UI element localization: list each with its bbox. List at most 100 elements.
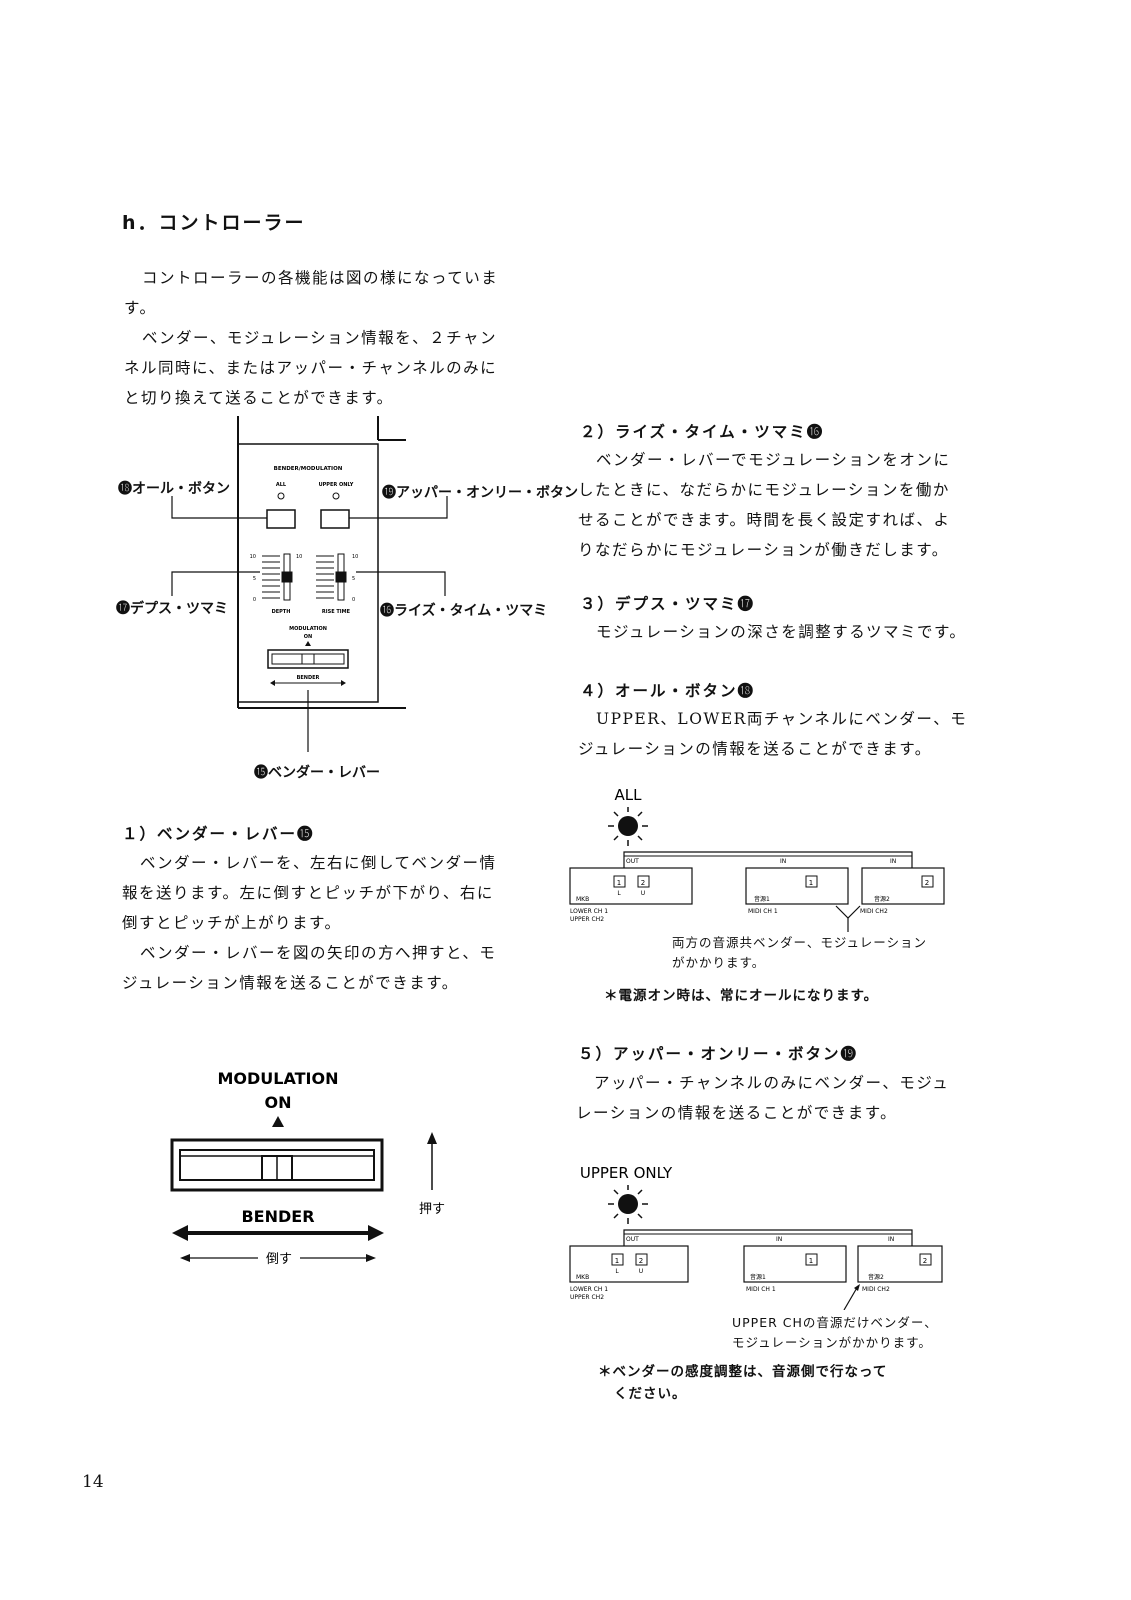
upper-ch-label: UPPER CH2 bbox=[570, 916, 604, 923]
svg-text:2: 2 bbox=[923, 1257, 927, 1265]
upper-only-led-icon bbox=[332, 492, 340, 500]
svg-text:音源1: 音源1 bbox=[754, 895, 770, 903]
rise-text: ベンダー・レバーでモジュレーションをオンに したときに、なだらかにモジュレーショ… bbox=[578, 445, 998, 565]
svg-text:MIDI CH 1: MIDI CH 1 bbox=[748, 908, 778, 915]
up-arrow-icon bbox=[272, 1116, 284, 1127]
svg-text:2: 2 bbox=[641, 879, 645, 887]
in-label: IN bbox=[890, 858, 896, 865]
in-label: IN bbox=[776, 1236, 782, 1243]
scale-10: 10 bbox=[352, 554, 358, 560]
on-label: ON bbox=[304, 634, 312, 640]
lower-ch-label: LOWER CH 1 bbox=[570, 1286, 608, 1293]
depth-slider[interactable] bbox=[262, 553, 293, 601]
svg-text:L: L bbox=[615, 1268, 619, 1275]
scale-5: 5 bbox=[253, 576, 256, 582]
bender-lever-diagram: MODULATION ON BENDER 倒す 押す bbox=[170, 1069, 445, 1267]
right-arrow-icon bbox=[366, 1254, 376, 1262]
source1-box bbox=[743, 1245, 847, 1283]
source1-box bbox=[745, 867, 849, 905]
scale-10: 10 bbox=[296, 554, 302, 560]
routing-upper-caption: UPPER CHの音源だけベンダー、 モジュレーションがかかります。 bbox=[732, 1315, 938, 1350]
callout-rise-time-knob: ⓰ライズ・タイム・ツマミ bbox=[380, 603, 548, 619]
bender-line: 報を送ります。左に倒すとピッチが下がり、右に bbox=[122, 884, 494, 902]
lever-bender-label: BENDER bbox=[241, 1207, 314, 1226]
section-title: h．コントローラー bbox=[122, 212, 306, 234]
lever-outer bbox=[170, 1138, 384, 1192]
intro-line: コントローラーの各機能は図の様になっていま bbox=[142, 269, 499, 287]
svg-text:1: 1 bbox=[809, 1257, 813, 1265]
upper-line: アッパー・チャンネルのみにベンダー、モジュ bbox=[594, 1074, 950, 1092]
depth-label: DEPTH bbox=[272, 609, 291, 615]
lever-on-label: ON bbox=[265, 1093, 292, 1112]
lower-part-box bbox=[613, 875, 626, 888]
modulation-label: MODULATION bbox=[289, 626, 327, 632]
mkb-label: MKB bbox=[576, 1274, 589, 1281]
bender-text: ベンダー・レバーを、左右に倒してベンダー情 報を送ります。左に倒すとピッチが下が… bbox=[122, 848, 522, 998]
in-label: IN bbox=[780, 858, 786, 865]
callout-bender-lever: ⓯ベンダー・レバー bbox=[254, 765, 380, 781]
out-label: OUT bbox=[626, 858, 639, 865]
all-line: ジュレーションの情報を送ることができます。 bbox=[578, 740, 932, 758]
svg-text:音源2: 音源2 bbox=[868, 1273, 884, 1281]
upper-heading: ５）アッパー・オンリー・ボタン⓳ bbox=[578, 1045, 859, 1063]
bender-line: ベンダー・レバーを、左右に倒してベンダー情 bbox=[140, 854, 497, 872]
svg-text:2: 2 bbox=[639, 1257, 643, 1265]
tilt-label: 倒す bbox=[266, 1252, 292, 1267]
rise-time-slider[interactable] bbox=[316, 553, 347, 601]
routing-all-caption: 両方の音源共ベンダー、モジュレーション がかかります。 bbox=[672, 935, 928, 970]
out-label: OUT bbox=[626, 1236, 639, 1243]
lower-ch-label: LOWER CH 1 bbox=[570, 908, 608, 915]
lower-part-box bbox=[611, 1253, 624, 1266]
up-arrow-icon bbox=[305, 641, 311, 646]
upper-part-box bbox=[637, 875, 650, 888]
left-arrow-icon bbox=[180, 1254, 190, 1262]
svg-text:2: 2 bbox=[925, 879, 929, 887]
all-text: UPPER、LOWER両チャンネルにベンダー、モ ジュレーションの情報を送ること… bbox=[578, 704, 998, 764]
upper-only-button[interactable] bbox=[320, 509, 350, 529]
push-label: 押す bbox=[419, 1202, 445, 1217]
scale-5: 5 bbox=[352, 576, 355, 582]
all-button[interactable] bbox=[266, 509, 296, 529]
routing-upper-diagram: UPPER ONLY OUT IN IN 1 2 MKB L U 1 音源1 2… bbox=[569, 1164, 943, 1310]
svg-text:音源1: 音源1 bbox=[750, 1273, 766, 1281]
rise-line: りなだらかにモジュレーションが働きだします。 bbox=[578, 541, 949, 559]
upper-line: レーションの情報を送ることができます。 bbox=[576, 1104, 898, 1122]
bender-line: ジュレーション情報を送ることができます。 bbox=[122, 974, 459, 992]
left-arrow-icon bbox=[270, 680, 275, 686]
bender-heading: １）ベンダー・レバー⓯ bbox=[122, 825, 315, 843]
all-label: ALL bbox=[276, 482, 287, 488]
rise-line: せることができます。時間を長く設定すれば、よ bbox=[578, 511, 951, 529]
routing-upper-label: UPPER ONLY bbox=[580, 1164, 673, 1182]
bender-label: BENDER bbox=[297, 675, 320, 681]
panel-header: BENDER/MODULATION bbox=[274, 466, 343, 472]
intro-line: ベンダー、モジュレーション情報を、２チャン bbox=[142, 329, 497, 347]
panel-frame bbox=[237, 443, 379, 703]
page-number: 14 bbox=[82, 1472, 104, 1492]
svg-text:音源2: 音源2 bbox=[874, 895, 890, 903]
rise-heading: ２）ライズ・タイム・ツマミ⓰ bbox=[580, 423, 825, 441]
intro-line: す。 bbox=[124, 299, 157, 317]
all-line: UPPER、LOWER両チャンネルにベンダー、モ bbox=[596, 710, 968, 728]
routing-all-label: ALL bbox=[615, 786, 643, 804]
intro-text: コントローラーの各機能は図の様になっていま す。 ベンダー、モジュレーション情報… bbox=[124, 263, 524, 413]
upper-part-box bbox=[635, 1253, 648, 1266]
lit-led-icon bbox=[618, 816, 638, 836]
lit-led-icon bbox=[618, 1194, 638, 1214]
scale-0: 0 bbox=[253, 597, 256, 603]
svg-text:U: U bbox=[641, 890, 645, 897]
rise-line: したときに、なだらかにモジュレーションを働か bbox=[578, 481, 950, 499]
routing-all-diagram: ALL OUT IN IN 1 2 MKB L U 1 音源1 2 音源2 LO… bbox=[569, 786, 945, 932]
svg-text:MIDI CH2: MIDI CH2 bbox=[862, 1286, 890, 1293]
all-heading: ４）オール・ボタン⓲ bbox=[580, 682, 756, 700]
intro-line: ネル同時に、またはアッパー・チャンネルのみに bbox=[124, 359, 498, 377]
svg-text:1: 1 bbox=[615, 1257, 619, 1265]
controller-panel-figure: BENDER/MODULATION ALL UPPER ONLY 10 5 0 … bbox=[171, 416, 448, 752]
svg-text:MIDI CH 1: MIDI CH 1 bbox=[746, 1286, 776, 1293]
right-arrow-icon bbox=[368, 1225, 384, 1241]
mkb-box bbox=[569, 1245, 689, 1283]
rise-time-label: RISE TIME bbox=[322, 609, 351, 615]
callout-depth-knob: ⓱デプス・ツマミ bbox=[116, 601, 228, 617]
bender-lever[interactable] bbox=[267, 649, 349, 669]
all-led-icon bbox=[277, 492, 285, 500]
bender-line: ベンダー・レバーを図の矢印の方へ押すと、モ bbox=[140, 944, 497, 962]
